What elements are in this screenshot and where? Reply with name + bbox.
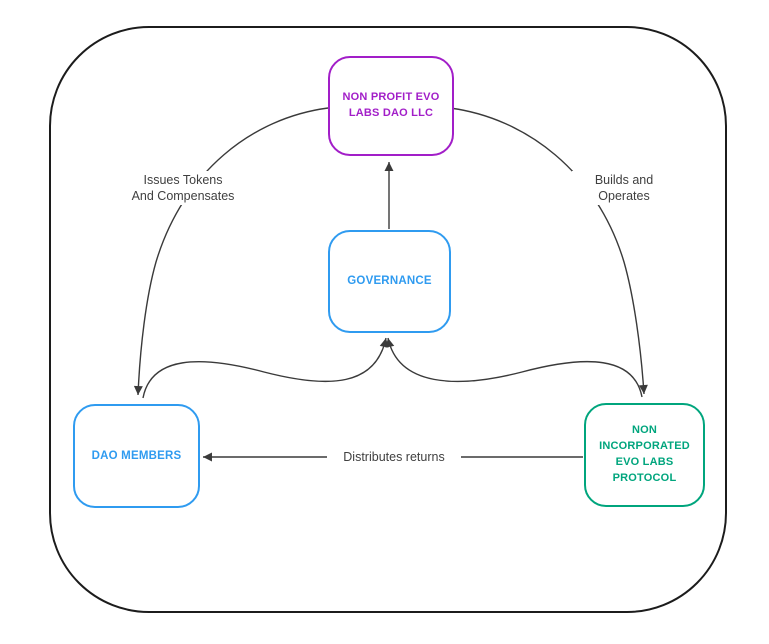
node-label-line: DAO MEMBERS [91,449,182,462]
node-label-line: GOVERNANCE [347,275,432,288]
node-label-line: PROTOCOL [612,471,677,484]
outer-boundary-frame [49,26,727,613]
edge-label-builds-operates: Builds and Operates [572,171,676,205]
edge-label-line: Operates [598,189,650,203]
edge-label-line: And Compensates [131,189,235,203]
edge-label-line: Builds and [594,173,654,187]
edge-protocol-to-governance [385,337,643,398]
node-label-line: LABS DAO LLC [348,107,434,119]
node-label-line: EVO LABS [615,456,674,468]
node-label-line: NON [631,424,658,437]
node-label-line: INCORPORATED [599,440,690,453]
node-non-incorporated-evo-labs-protocol: NON INCORPORATED EVO LABS PROTOCOL [584,403,705,507]
node-label-line: NON PROFIT EVO [342,91,440,104]
edge-issues-tokens [133,107,329,396]
node-nonprofit-evo-labs-dao-llc: NON PROFIT EVO LABS DAO LLC [328,56,454,156]
edge-builds-operates [449,107,648,395]
edge-label-issues-tokens: Issues Tokens And Compensates [116,171,250,205]
edge-label-distributes-returns: Distributes returns [327,448,461,466]
edge-dao-members-to-governance [142,337,389,399]
node-dao-members: DAO MEMBERS [73,404,200,508]
node-governance: GOVERNANCE [328,230,451,333]
edge-label-line: Issues Tokens [143,173,223,187]
edge-label-line: Distributes returns [343,450,445,464]
